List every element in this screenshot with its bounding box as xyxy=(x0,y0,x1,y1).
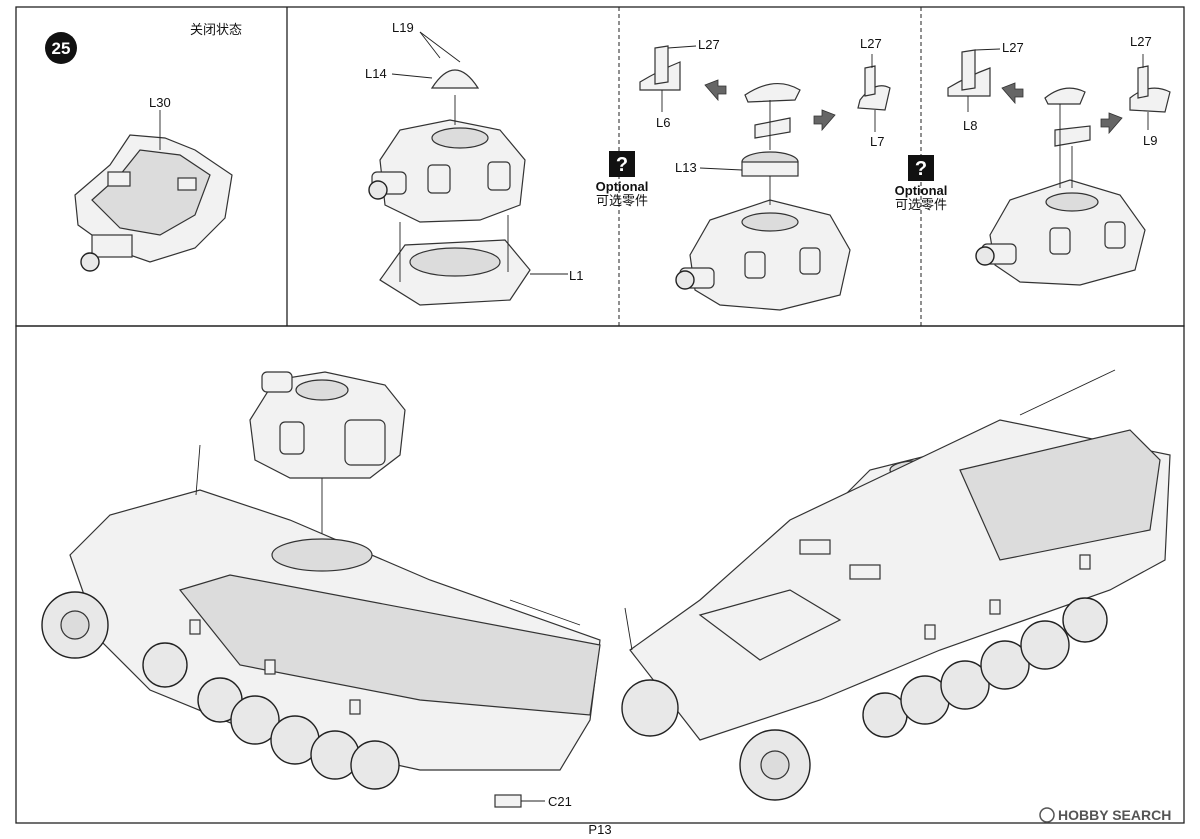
interior-tub-L30 xyxy=(74,110,233,272)
label-L27-d: L27 xyxy=(1130,34,1152,49)
label-L6: L6 xyxy=(656,115,670,130)
step-number: 25 xyxy=(52,39,71,58)
optional-label-en: Optional xyxy=(596,179,649,194)
label-L27-b: L27 xyxy=(860,36,882,51)
label-L14: L14 xyxy=(365,66,387,81)
optional-label-en: Optional xyxy=(895,183,948,198)
optional-label-cn: 可选零件 xyxy=(596,194,648,209)
label-L8: L8 xyxy=(963,118,977,133)
label-L30: L30 xyxy=(149,95,171,110)
turret-exploded-view xyxy=(368,31,568,306)
label-L9: L9 xyxy=(1143,133,1157,148)
watermark-text: HOBBY SEARCH xyxy=(1058,807,1171,823)
label-L7: L7 xyxy=(870,134,884,149)
panel-frames xyxy=(15,6,1185,824)
label-L13: L13 xyxy=(675,160,697,175)
optional-badge-2: ? Optional 可选零件 xyxy=(895,155,948,213)
label-L19: L19 xyxy=(392,20,414,35)
step-badge: 25 xyxy=(45,32,77,64)
optional-badge-1: ? Optional 可选零件 xyxy=(596,151,649,209)
label-C21: C21 xyxy=(548,794,572,809)
label-L27-a: L27 xyxy=(698,37,720,52)
hatch-option-b xyxy=(947,48,1171,286)
closed-state-note: 关闭状态 xyxy=(190,23,242,38)
watermark: HOBBY SEARCH xyxy=(1039,807,1171,823)
halftrack-left-view xyxy=(41,371,601,808)
halftrack-right-view xyxy=(621,369,1171,801)
label-L27-c: L27 xyxy=(1002,40,1024,55)
optional-icon: ? xyxy=(915,158,927,180)
hatch-option-a xyxy=(639,45,891,311)
optional-label-cn: 可选零件 xyxy=(895,198,947,213)
page-number: P13 xyxy=(588,822,611,837)
optional-icon: ? xyxy=(616,154,628,176)
label-L1: L1 xyxy=(569,268,583,283)
